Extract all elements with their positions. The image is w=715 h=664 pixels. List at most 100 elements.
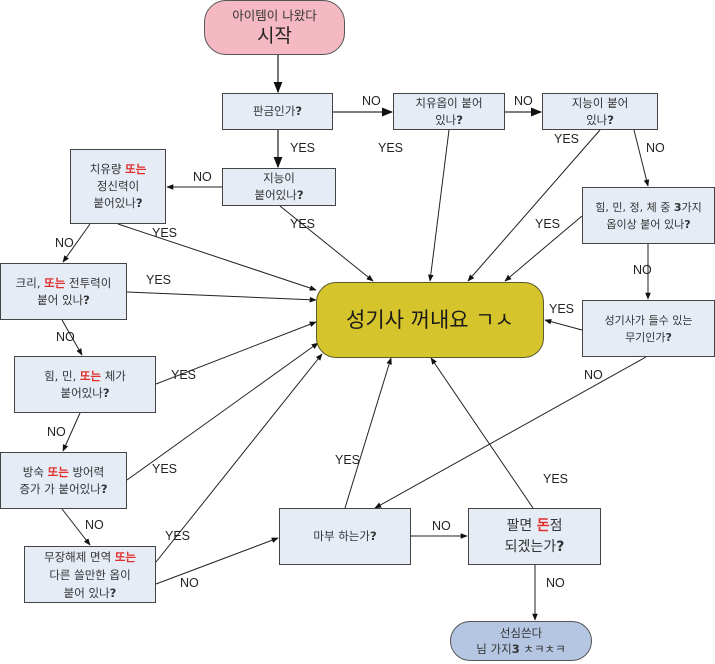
- label-no-palmyeon: NO: [546, 576, 565, 590]
- palmyeon-q: ?: [556, 538, 565, 555]
- edge-chiyuryang-kri: [62, 223, 91, 263]
- edge-bangsuk-mujang: [61, 508, 91, 546]
- label-yes-palmyeon: YES: [543, 472, 569, 486]
- label-no-panggeum-chiyuop: NO: [362, 94, 381, 108]
- palmyeon-red: 돈: [536, 517, 550, 534]
- bangsuk-q: ?: [100, 481, 108, 496]
- node-him-min-che: 힘, 민, 또는 체가 붙어있나?: [14, 356, 156, 413]
- edge-chiyuryang-center: [117, 223, 317, 291]
- label-no-weapon: NO: [584, 368, 603, 382]
- node-mujang: 무장해제 면역 또는 다른 쓸만한 옵이 붙어 있나?: [24, 546, 156, 603]
- panggeum-text: 판금인가: [253, 104, 296, 118]
- hmc-or: 또는: [79, 368, 102, 383]
- label-yes-jineung1: YES: [554, 132, 580, 146]
- palmyeon-line2: 되겠는가: [504, 538, 557, 555]
- chiyuryang-line3: 붙어있나: [93, 196, 136, 210]
- kri-or: 또는: [44, 275, 66, 290]
- jineung2-q: ?: [296, 188, 304, 202]
- kri-post: 전투력이: [65, 275, 112, 290]
- label-no-himminche: NO: [47, 425, 66, 439]
- chiyuryang-q: ?: [135, 196, 143, 210]
- edge-himminche-bangsuk: [62, 412, 81, 452]
- label-no-chiyuryang: NO: [55, 236, 74, 250]
- start-line1: 아이템이 나왔다: [232, 8, 317, 23]
- node-chiyu-op: 치유옵이 붙어 있나?: [393, 93, 505, 130]
- node-mabu: 마부 하는가?: [279, 508, 411, 565]
- edge-mujang-center: [155, 353, 323, 563]
- center-node: 성기사 꺼내요 ㄱㅅ: [316, 282, 544, 358]
- label-yes-chiyuop: YES: [378, 141, 404, 155]
- hmc-post: 체가: [101, 368, 126, 383]
- end-num: 3: [511, 642, 520, 656]
- mujang-pre: 무장해제 면역: [44, 549, 115, 564]
- start-line2: 시작: [257, 25, 292, 47]
- panggeum-q: ?: [295, 104, 302, 118]
- label-no-bangsuk: NO: [85, 518, 104, 532]
- palmyeon-post: 점: [549, 517, 563, 534]
- bangsuk-line2: 증가 가 붙어있나: [19, 481, 101, 496]
- mabu-text: 마부 하는가: [313, 529, 370, 543]
- edge-chiyuop-center: [428, 129, 450, 282]
- mujang-line2: 다른 쓸만한 옵이: [49, 567, 131, 582]
- hmc-q: ?: [102, 385, 110, 400]
- jineung1-line2: 있나: [586, 112, 608, 127]
- edge-jineung1-stat3: [633, 129, 650, 187]
- weapon-line1: 성기사가 들수 있는: [604, 313, 693, 327]
- edge-kri-himminche: [61, 319, 83, 356]
- chiyuryang-line2: 정신력이: [96, 179, 140, 193]
- label-no-jineung1: NO: [646, 141, 665, 155]
- edge-bangsuk-center: [126, 342, 319, 481]
- label-no-mabu: NO: [432, 519, 451, 533]
- node-bangsuk: 방숙 또는 방어력 증가 가 붙어있나?: [0, 452, 127, 509]
- node-jineung1: 지능이 붙어 있나?: [542, 93, 658, 130]
- kri-q: ?: [83, 292, 90, 307]
- kri-pre: 크리,: [15, 275, 45, 290]
- bangsuk-or: 또는: [47, 464, 69, 479]
- node-kri: 크리, 또는 전투력이 붙어 있나?: [0, 263, 127, 320]
- start-node: 아이템이 나왔다 시작: [204, 0, 345, 55]
- node-palmyeon: 팔면 돈점 되겠는가?: [468, 508, 601, 565]
- label-yes-bangsuk: YES: [152, 462, 178, 476]
- edge-palmyeon-center: [430, 357, 534, 509]
- label-no-jineung2: NO: [193, 170, 212, 184]
- mabu-q: ?: [369, 529, 377, 543]
- label-yes-jineung2: YES: [290, 217, 316, 231]
- end-line1: 선심쓴다: [499, 626, 543, 640]
- node-jineung2: 지능이 붙어있나?: [222, 168, 336, 206]
- label-yes-stat3: YES: [535, 217, 561, 231]
- mujang-line3: 붙어 있나: [63, 585, 110, 600]
- label-yes-mujang: YES: [165, 529, 191, 543]
- jineung1-line1: 지능이 붙어: [571, 95, 629, 110]
- edge-jineung1-center: [467, 129, 601, 282]
- label-no-mujang: NO: [180, 576, 199, 590]
- edge-kri-center: [126, 291, 317, 303]
- end-line2: 님 가지: [476, 642, 512, 656]
- stat3-line1b: 가지: [681, 200, 702, 214]
- label-yes-kri: YES: [146, 273, 172, 287]
- label-no-chiyuop-jineung1: NO: [514, 94, 533, 108]
- edge-himminche-center: [155, 321, 317, 385]
- label-no-kri: NO: [56, 330, 75, 344]
- chiyuop-line1: 치유옵이 붙어: [415, 95, 483, 110]
- mujang-q: ?: [109, 585, 117, 600]
- label-no-stat3: NO: [633, 263, 652, 277]
- center-text: 성기사 꺼내요 ㄱㅅ: [346, 307, 514, 332]
- node-chiyuryang: 치유량 또는 정신력이 붙어있나?: [70, 149, 166, 224]
- stat3-line2: 옵이상 붙어 있나: [606, 217, 685, 231]
- jineung1-q: ?: [607, 112, 614, 127]
- chiyuop-line2: 있나: [435, 112, 457, 127]
- edge-stat3-center: [504, 215, 583, 282]
- chiyuryang-or: 또는: [125, 162, 147, 176]
- stat3-num: 3: [673, 200, 682, 214]
- bangsuk-post: 방어력: [68, 464, 105, 479]
- edge-jineung2-center: [279, 205, 374, 282]
- chiyuryang-pre: 치유량: [89, 162, 126, 176]
- end-node: 선심쓴다 님 가지3 ㅊㅋㅊㅋ: [450, 621, 592, 661]
- stat3-q: ?: [684, 217, 691, 231]
- jineung2-line1: 지능이: [263, 171, 295, 185]
- label-yes-himminche: YES: [171, 368, 197, 382]
- label-yes-panggeum: YES: [290, 141, 316, 155]
- stat3-line1: 힘, 민, 정, 체 중: [595, 200, 674, 214]
- jineung2-line2: 붙어있나: [254, 188, 297, 202]
